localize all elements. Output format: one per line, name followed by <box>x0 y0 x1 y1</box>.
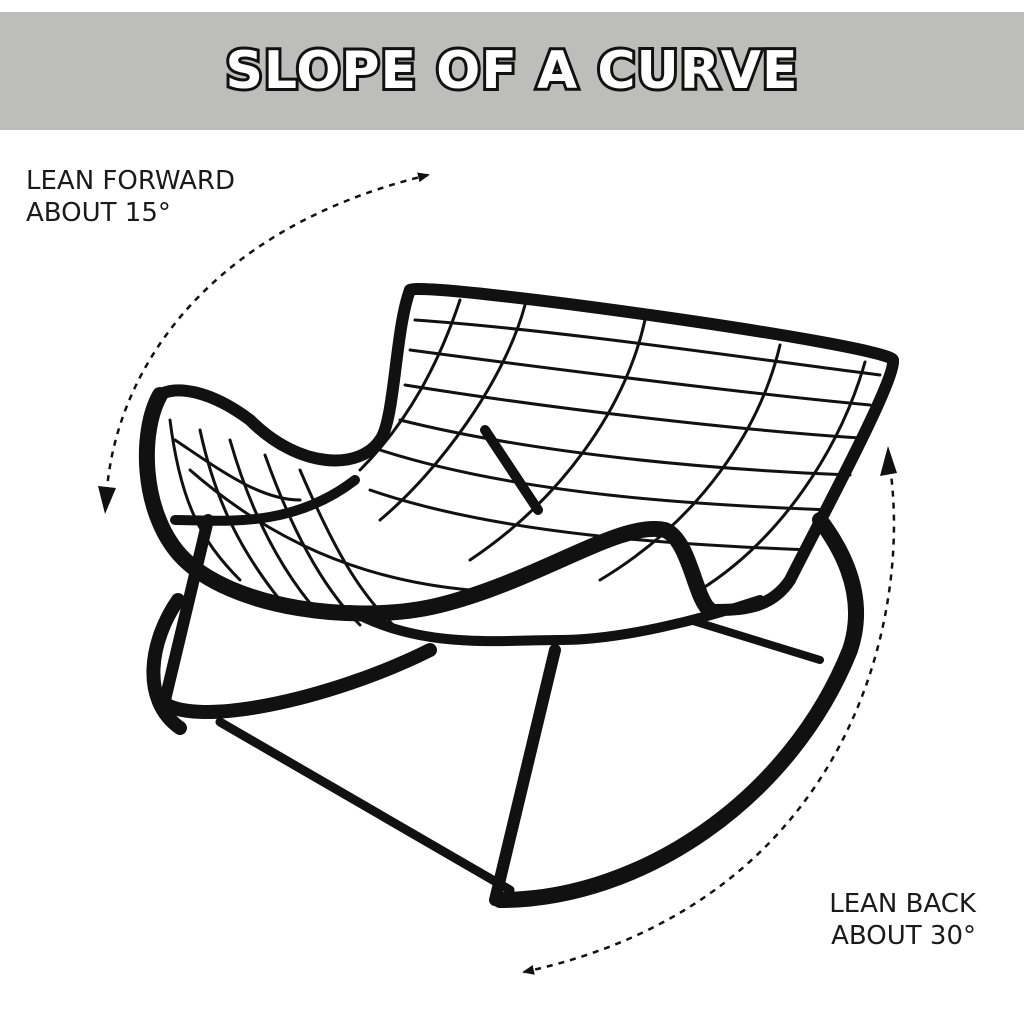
rocking-chair <box>138 283 899 908</box>
lean-forward-label: LEAN FORWARD ABOUT 15° <box>26 165 235 229</box>
lean-forward-line1: LEAN FORWARD <box>26 166 236 196</box>
lean-back-line2: ABOUT 30° <box>831 921 976 951</box>
seat-backrest <box>404 283 899 616</box>
title-banner: SLOPE OF A CURVE <box>0 12 1024 130</box>
page-title: SLOPE OF A CURVE <box>222 38 800 104</box>
lean-back-label: LEAN BACK ABOUT 30° <box>829 888 976 952</box>
rocker-front <box>146 593 187 735</box>
seat-front-arm <box>138 387 718 622</box>
lean-back-line1: LEAN BACK <box>829 889 976 919</box>
rocker-right <box>492 512 864 908</box>
rocker-back <box>153 643 437 719</box>
lean-forward-line2: ABOUT 15° <box>26 198 171 228</box>
lean-back-arrow <box>522 446 897 975</box>
lean-forward-arrow <box>98 172 430 514</box>
